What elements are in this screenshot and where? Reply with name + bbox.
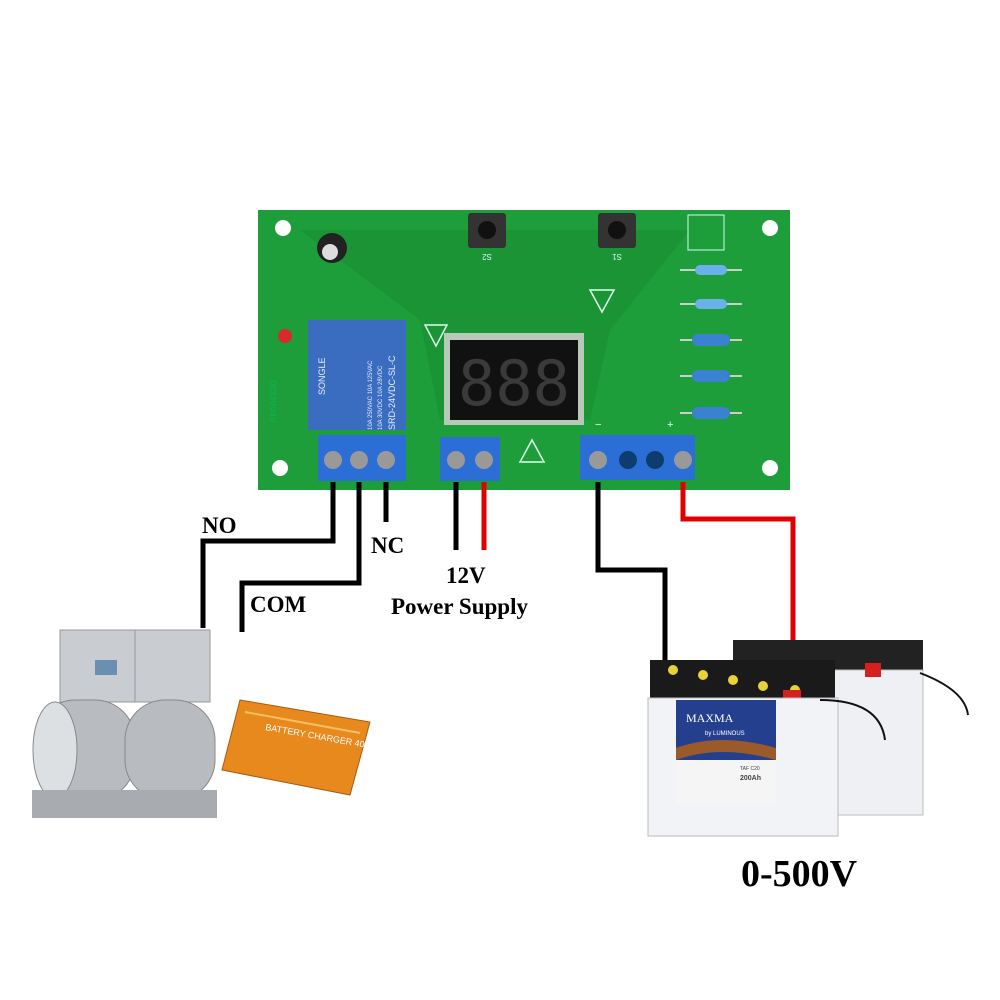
battery-front: MAXMA by LUMINOUS TAF C20 200Ah	[647, 660, 969, 837]
label-nc: NC	[371, 533, 404, 558]
svg-text:SONGLE: SONGLE	[317, 357, 327, 395]
svg-text:S2: S2	[482, 252, 492, 261]
svg-text:200Ah: 200Ah	[740, 775, 761, 782]
terminal-detect-negative[interactable]	[589, 451, 607, 469]
battery-handle	[819, 699, 886, 741]
power-terminal-block	[440, 437, 500, 481]
svg-text:−: −	[595, 419, 601, 431]
button-s1[interactable]: S1	[598, 213, 636, 261]
label-no: NO	[202, 513, 237, 538]
svg-text:TAF C20: TAF C20	[740, 766, 760, 772]
batteries-image: MAXMA by LUMINOUS TAF C20 200Ah	[647, 640, 969, 837]
battery-handle	[919, 672, 969, 716]
wires	[200, 482, 796, 660]
svg-text:SRD-24VDC-SL-C: SRD-24VDC-SL-C	[387, 355, 397, 430]
wire-com	[239, 482, 362, 632]
button-s2[interactable]: S2	[468, 213, 506, 261]
warning-icon	[588, 289, 616, 314]
terminal-power-positive[interactable]	[475, 451, 493, 469]
wire-detect-negative	[595, 482, 668, 660]
mount-hole	[762, 460, 778, 476]
led-display: 888	[444, 333, 584, 425]
terminal-power-negative[interactable]	[447, 451, 465, 469]
wire-no	[200, 482, 336, 628]
mount-hole	[275, 220, 291, 236]
mount-hole	[272, 460, 288, 476]
display-digits: 888	[458, 347, 570, 420]
label-12v: 12V	[446, 563, 486, 588]
terminal-detect-positive[interactable]	[674, 451, 692, 469]
terminal-com[interactable]	[350, 451, 368, 469]
svg-text:S1: S1	[612, 252, 622, 261]
battery-charger-image: BATTERY CHARGER 40A	[221, 699, 371, 796]
resistor-array	[680, 265, 742, 419]
label-com: COM	[250, 592, 307, 617]
svg-text:10A 250VAC 10A 125VAC: 10A 250VAC 10A 125VAC	[368, 360, 374, 430]
supply-text: DC12V/24V	[268, 380, 277, 423]
warning-icon	[518, 438, 546, 463]
terminal-nc[interactable]	[377, 451, 395, 469]
terminal-no[interactable]	[324, 451, 342, 469]
warning-icon	[423, 324, 449, 348]
svg-text:10A 30VDC 10A 28VDC: 10A 30VDC 10A 28VDC	[378, 365, 384, 430]
trimmer-outline	[687, 214, 725, 251]
led-indicator	[278, 329, 292, 343]
relay: SONGLE SRD-24VDC-SL-C 10A 250VAC 10A 125…	[308, 320, 406, 430]
svg-text:by LUMINOUS: by LUMINOUS	[705, 731, 745, 737]
generator-image	[32, 629, 217, 818]
svg-text:MAXMA: MAXMA	[686, 711, 734, 725]
detect-terminal-block	[580, 435, 695, 480]
wire-detect-positive	[680, 482, 796, 650]
relay-terminal-block	[318, 435, 406, 481]
mount-hole	[762, 220, 778, 236]
svg-text:+: +	[667, 419, 673, 431]
controller-board: DC12V/24V S2 S1 SONGLE SRD-24VDC-SL-C 10	[258, 210, 790, 490]
label-voltage-range: 0-500V	[741, 853, 858, 895]
label-power-supply: Power Supply	[391, 594, 528, 619]
